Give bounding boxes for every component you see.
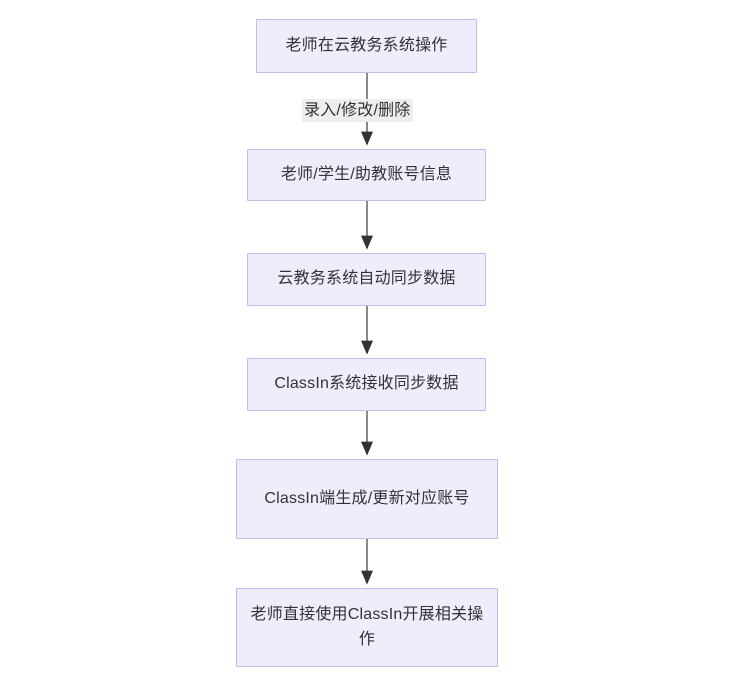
edge-label-create-modify-delete: 录入/修改/删除 — [302, 99, 413, 122]
flow-node-label: ClassIn系统接收同步数据 — [274, 375, 459, 393]
flow-node-teacher-uses-classin[interactable]: 老师直接使用ClassIn开展相关操作 — [236, 588, 498, 667]
flow-node-label: 云教务系统自动同步数据 — [277, 270, 456, 288]
flow-node-label: ClassIn端生成/更新对应账号 — [264, 489, 470, 507]
flow-node-classin-receives-data[interactable]: ClassIn系统接收同步数据 — [247, 358, 486, 411]
flow-node-label: 老师直接使用ClassIn开展相关操作 — [250, 605, 484, 648]
flow-node-label: 老师/学生/助教账号信息 — [280, 165, 453, 183]
flow-node-label: 老师在云教务系统操作 — [285, 36, 448, 54]
flow-node-account-info[interactable]: 老师/学生/助教账号信息 — [247, 149, 486, 201]
flow-node-auto-sync-data[interactable]: 云教务系统自动同步数据 — [247, 253, 486, 306]
flow-node-classin-creates-account[interactable]: ClassIn端生成/更新对应账号 — [236, 459, 498, 539]
flow-node-teacher-operates-system[interactable]: 老师在云教务系统操作 — [256, 19, 477, 73]
